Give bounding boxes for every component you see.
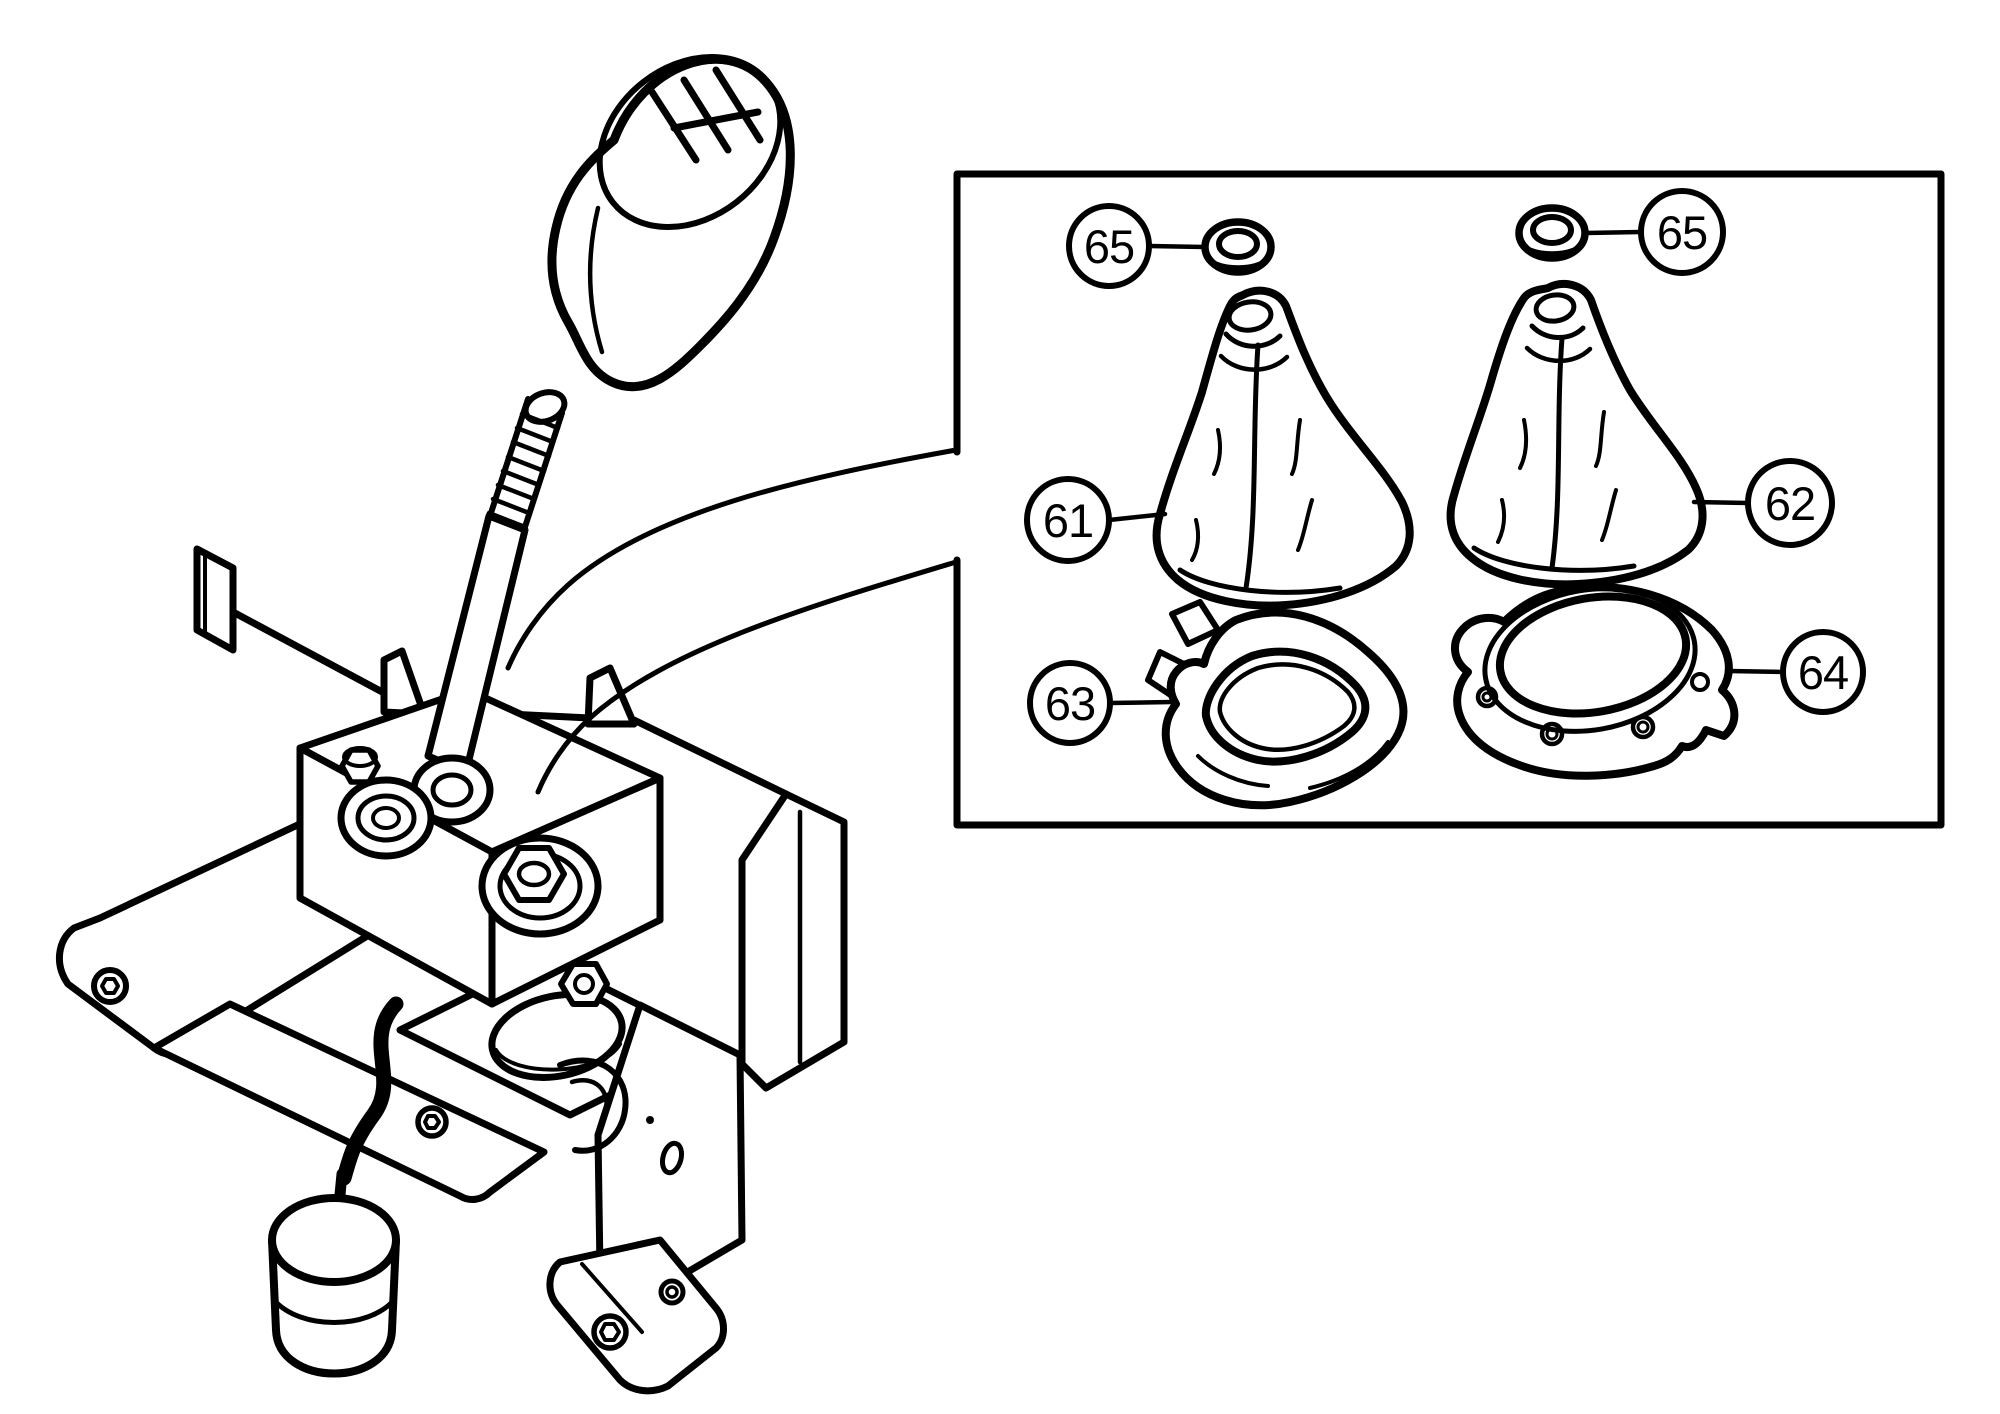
counterweight-assembly <box>268 996 404 1378</box>
callout-61-label: 61 <box>1043 494 1093 547</box>
gasket-ear-top <box>1169 599 1221 647</box>
callout-62: 62 <box>1691 458 1835 548</box>
callout-65-left-circle <box>1066 203 1152 289</box>
mounting-frame-gasket-63 <box>1145 599 1408 810</box>
gaiter-boot-62 <box>1446 280 1707 589</box>
counterweight-top <box>268 1194 400 1286</box>
grommet-ring-65-right <box>1515 204 1589 262</box>
callout-61-circle <box>1024 476 1112 564</box>
callout-65-left-label: 65 <box>1084 220 1134 273</box>
foot-screw-hole <box>591 1313 629 1351</box>
knob-top-face <box>596 53 784 231</box>
shift-pattern-icon <box>648 66 764 164</box>
callouts: 61 62 63 64 65 <box>1024 188 1866 746</box>
hex-nut <box>501 845 567 903</box>
front-bolt <box>558 961 610 1007</box>
callout-63-circle <box>1027 660 1113 746</box>
gaiter-boot-61 <box>1152 286 1414 610</box>
callout-65-right-circle <box>1638 188 1726 276</box>
bracket-hook-detail <box>557 1057 629 1154</box>
grommet-ring-65-left <box>1201 218 1275 276</box>
callout-63-label: 63 <box>1045 677 1095 730</box>
callout-62-label: 62 <box>1765 477 1815 530</box>
callout-65-right-label: 65 <box>1657 206 1707 259</box>
right-flange <box>738 790 848 1092</box>
gear-lever-assembly <box>55 53 848 1395</box>
inset-leader-curves <box>505 447 959 795</box>
bracket-back-wall <box>193 545 848 1092</box>
gear-knob <box>547 53 795 392</box>
pivot-bushings <box>337 746 610 1007</box>
mounting-hole <box>91 967 129 1005</box>
bushing-left <box>337 776 435 860</box>
threaded-shaft <box>486 389 568 533</box>
inset-panel: 61 62 63 64 65 <box>953 170 1945 829</box>
inset-panel-border <box>953 170 1945 829</box>
lever-aperture-hole <box>488 991 626 1081</box>
callout-61: 61 <box>1024 476 1168 564</box>
lever-rod <box>410 512 529 826</box>
screw-hole <box>415 1105 449 1139</box>
callout-64: 64 <box>1726 629 1866 715</box>
callout-64-circle <box>1780 629 1866 715</box>
callout-64-label: 64 <box>1798 646 1848 699</box>
flexible-boot <box>336 996 404 1186</box>
foot-screw-hole-2 <box>658 1278 686 1306</box>
retainer-plate-64 <box>1451 583 1739 780</box>
small-oval-hole <box>659 1140 685 1176</box>
callout-65-right: 65 <box>1583 188 1726 276</box>
callout-63: 63 <box>1027 660 1175 746</box>
callout-62-circle <box>1745 458 1835 548</box>
callout-65-left: 65 <box>1066 203 1207 289</box>
thread-coils <box>486 411 561 530</box>
base-front-rail <box>150 1000 548 1203</box>
